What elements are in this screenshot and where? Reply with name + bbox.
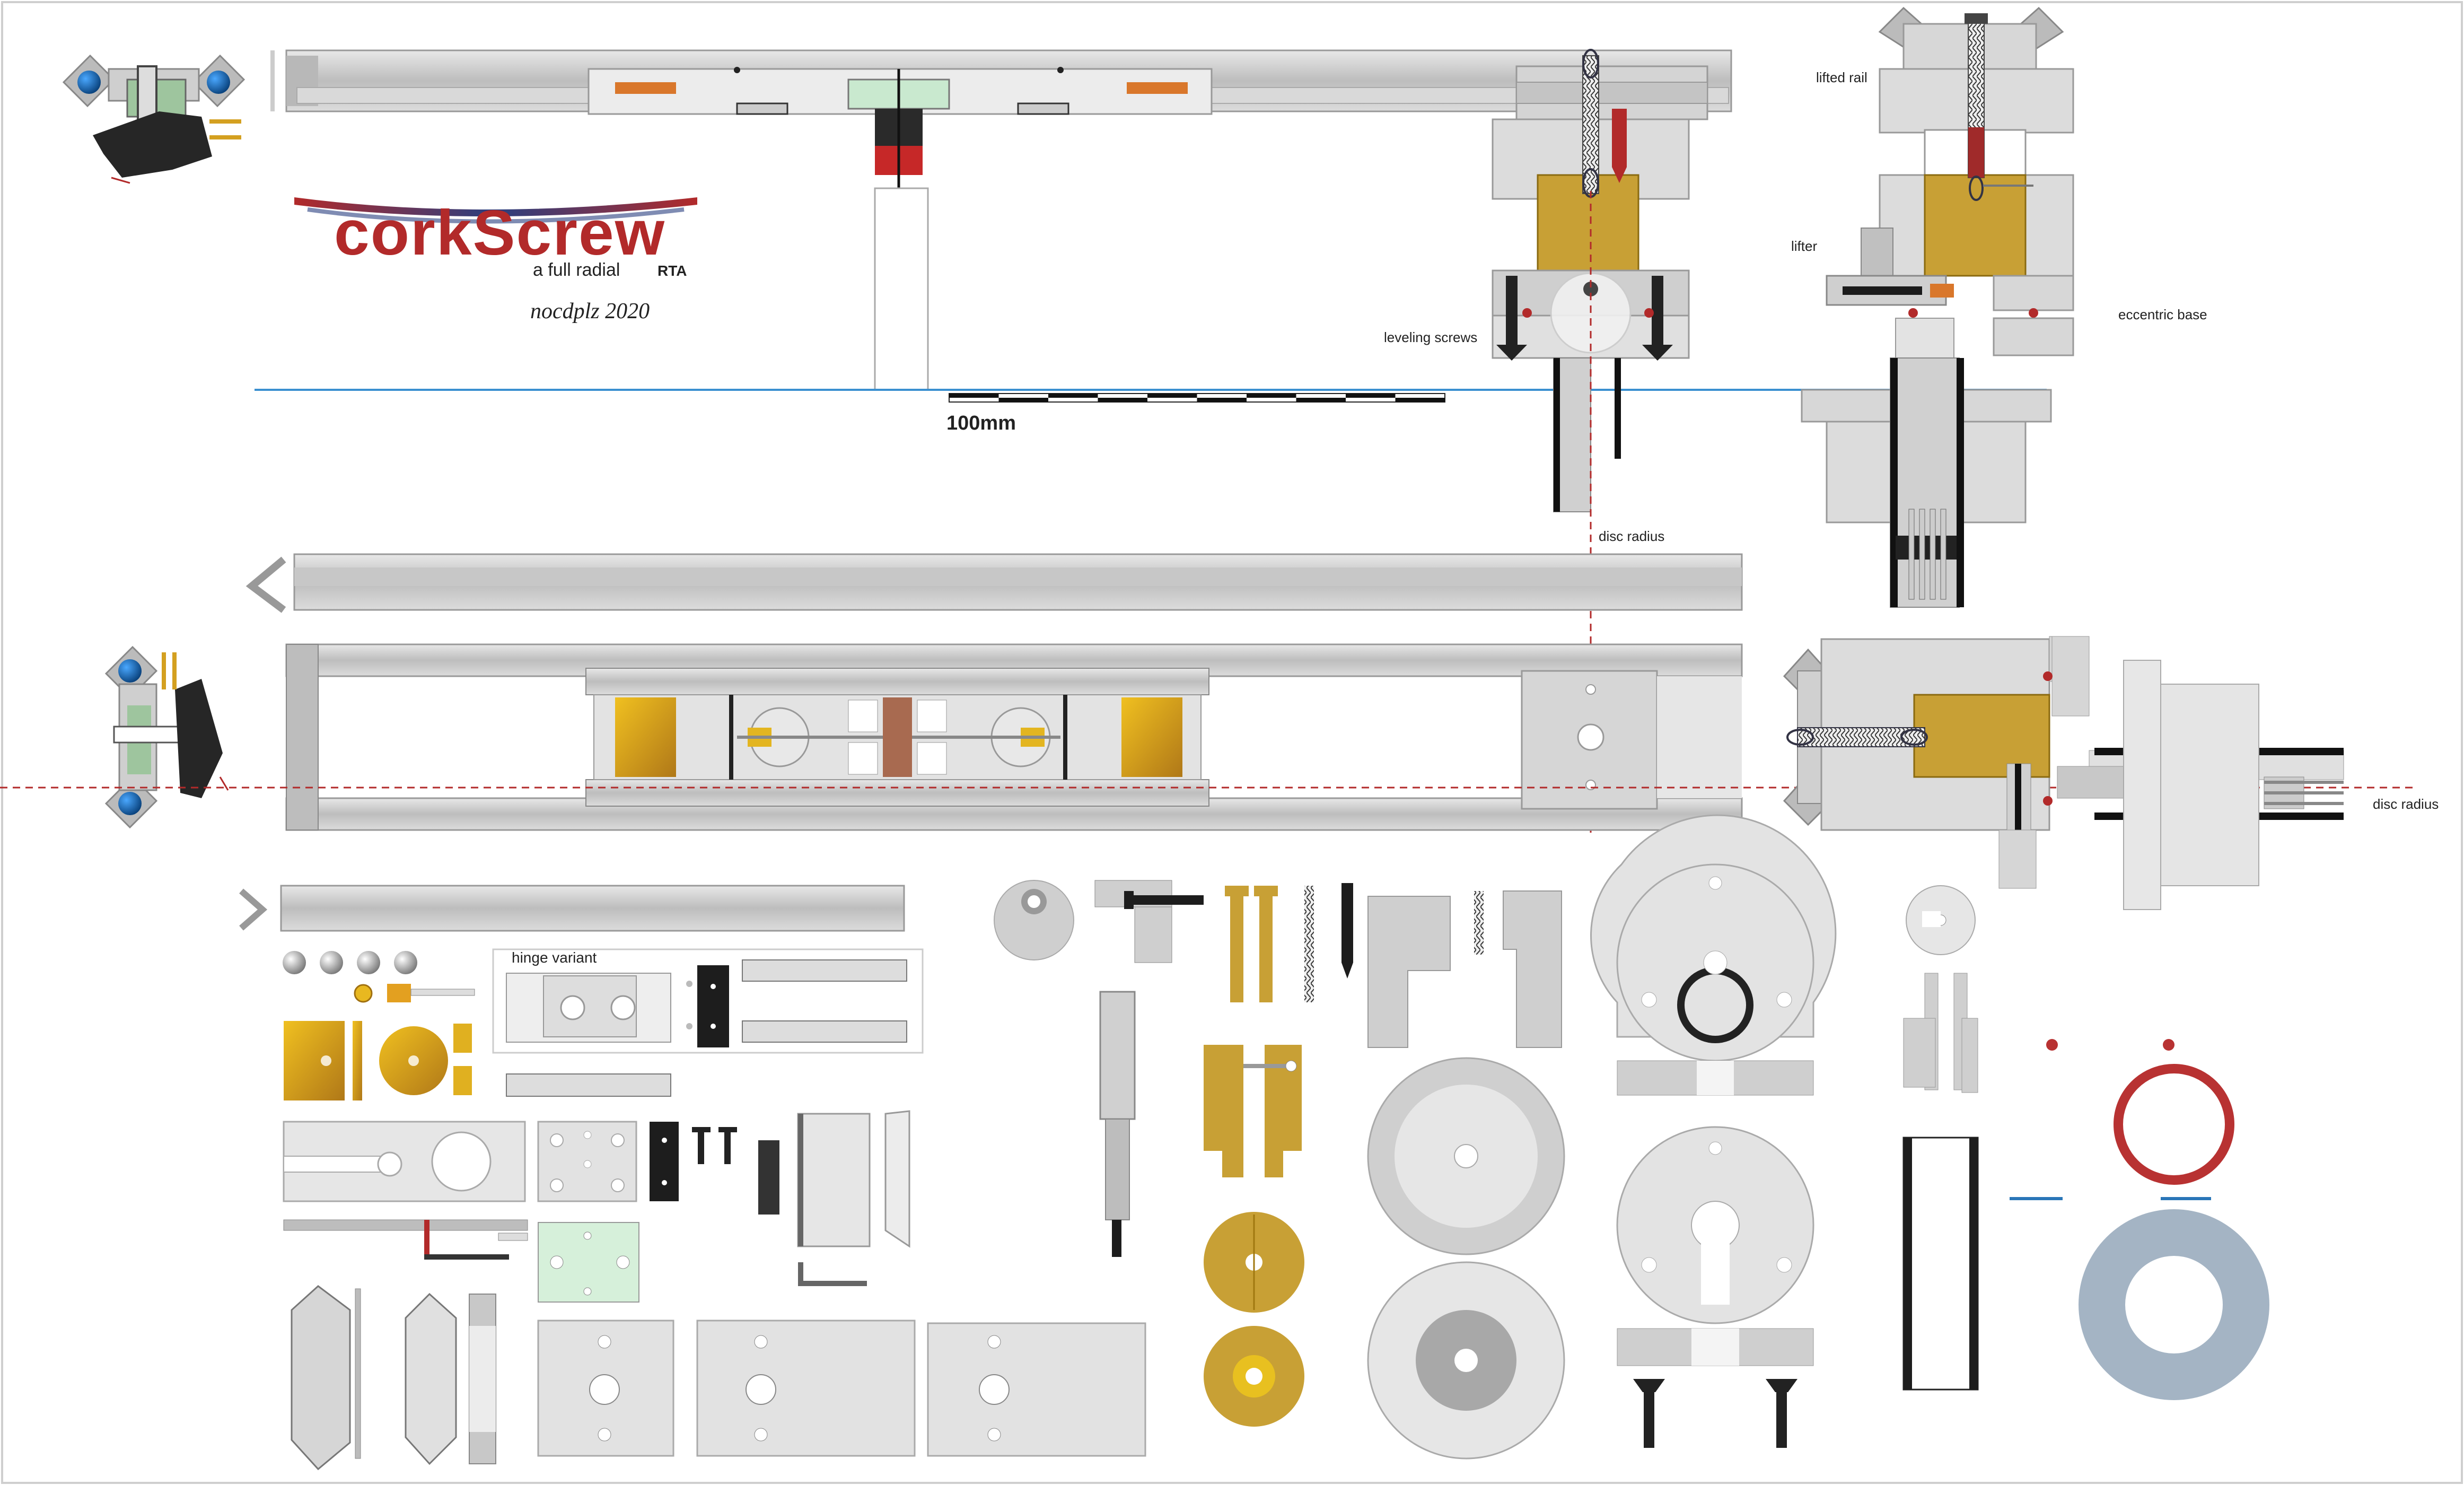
leveling-screw — [1652, 276, 1663, 345]
pivot-top-section — [1783, 636, 2344, 910]
lifter-body — [1861, 228, 1893, 279]
lower-rail-part — [239, 885, 905, 932]
scale-bar: 100mm — [946, 393, 1445, 434]
clamp-blocks — [1367, 890, 1562, 1048]
small-screws — [692, 1127, 787, 1215]
corkscrew-logo: corkScrew a full radial RTA nocdplz 2020 — [294, 197, 697, 324]
scale-segment — [1395, 398, 1445, 402]
spacer-strip — [506, 1073, 671, 1097]
bearing-balls — [283, 951, 417, 974]
pivot-pins — [1908, 509, 1946, 600]
lifter-label: lifter — [1791, 238, 1817, 254]
upper-middle-rail — [245, 553, 1743, 613]
blue-bearing-ball — [77, 71, 101, 94]
disc-radius-right-label: disc radius — [2373, 796, 2439, 812]
lifted-rail-label: lifted rail — [1816, 69, 1867, 85]
hinge-variant-group: hinge variant — [492, 948, 924, 1054]
base-plates — [537, 1320, 1146, 1457]
logo-wordmark: corkScrew — [334, 197, 665, 268]
scale-segment — [1296, 398, 1346, 402]
brass-hinge — [1204, 1045, 1302, 1177]
cartridge-head-top — [62, 54, 245, 184]
grey-discs — [1367, 1057, 1565, 1460]
lifted-rail-assembly: lifted rail lifter eccentric base — [1791, 6, 2207, 608]
axle-part — [354, 984, 475, 1003]
red-ring-and-disc — [2010, 1039, 2269, 1400]
eccentric-base-label: eccentric base — [2118, 307, 2207, 322]
countersunk-screws — [1633, 1379, 1797, 1448]
pivot-side-section: leveling screws — [1384, 49, 1708, 512]
scale-segment — [998, 398, 1048, 402]
carriage-top-view — [285, 643, 1743, 831]
magnet-block-right — [1121, 697, 1182, 777]
brass-parts — [284, 1021, 472, 1100]
small-plates — [537, 1121, 679, 1303]
cartridge-head-mid — [104, 645, 229, 829]
scale-segment — [1346, 394, 1396, 398]
knife-blades — [291, 1285, 496, 1471]
mounting-plates-left — [283, 1121, 528, 1260]
blue-bearing-ball — [207, 71, 230, 94]
scale-segment — [949, 394, 999, 398]
scale-segment — [1048, 394, 1098, 398]
logo-subtitle-prefix: a full radial — [533, 260, 620, 280]
screw-bracket — [1094, 880, 1204, 963]
knob-part — [994, 880, 1074, 960]
scale-segment — [1098, 398, 1147, 402]
scale-segment — [1247, 394, 1296, 398]
logo-subtitle-suffix: RTA — [657, 263, 687, 279]
top-rail-side-view — [270, 49, 1732, 391]
hinge-variant-label: hinge variant — [512, 949, 597, 966]
scale-segment — [1147, 394, 1197, 398]
eccentric-discs — [1590, 814, 1837, 1448]
signature-text: nocdplz 2020 — [530, 299, 650, 324]
bracket-part — [797, 1110, 910, 1286]
far-right-parts — [1902, 885, 1979, 1391]
threaded-rods — [1225, 883, 1353, 1002]
scale-label: 100mm — [946, 412, 1016, 434]
scale-segment — [1197, 398, 1247, 402]
cylinder-tool — [1099, 991, 1136, 1257]
disc-radius-top-label: disc radius — [1599, 528, 1664, 544]
leveling-screw — [1506, 276, 1518, 345]
magnet-block-left — [615, 697, 676, 777]
leveling-screws-label: leveling screws — [1384, 329, 1477, 345]
brass-discs — [1204, 1212, 1304, 1427]
